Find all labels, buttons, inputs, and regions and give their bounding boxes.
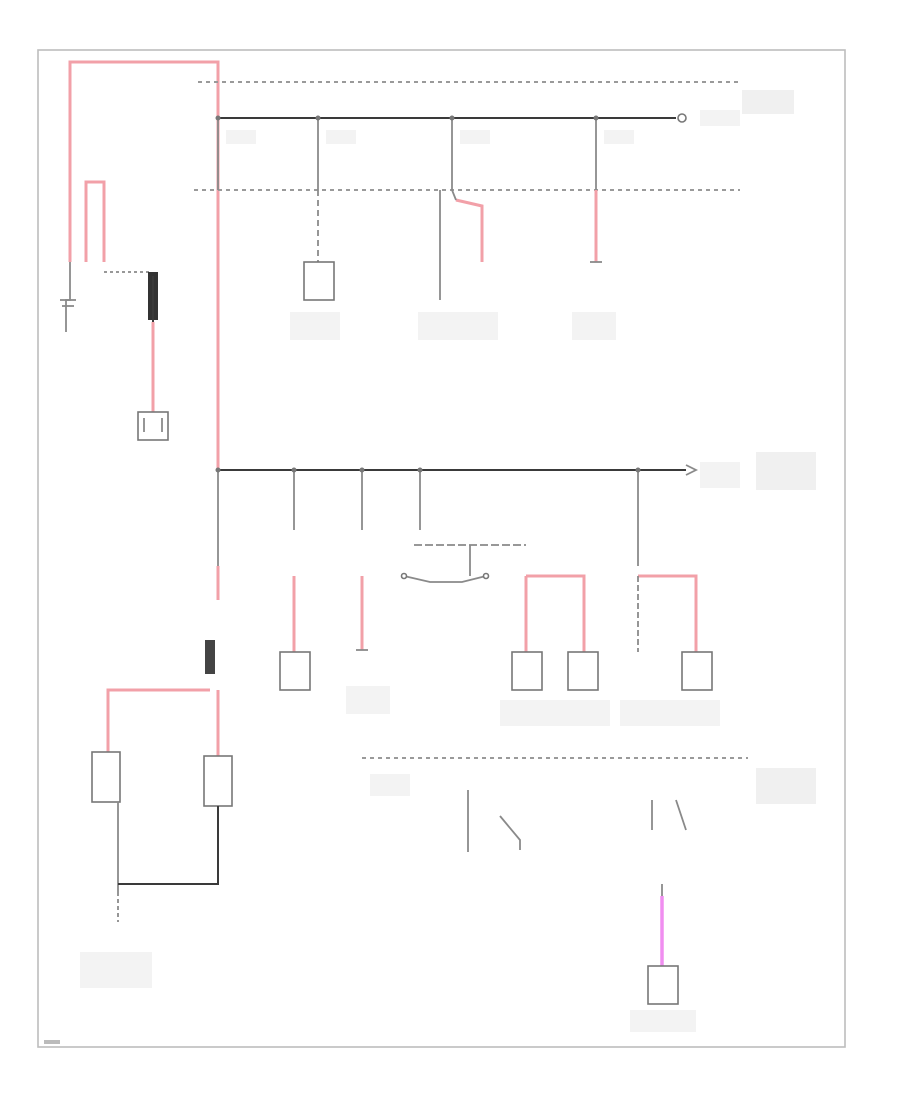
module-icon xyxy=(203,755,233,807)
upper-fuse-bus xyxy=(194,81,740,191)
generator-icon xyxy=(137,411,169,441)
battery-feed-wire xyxy=(68,60,220,262)
upper-load-2 xyxy=(439,189,484,300)
battery xyxy=(60,262,76,332)
middle-load-3 xyxy=(511,574,599,691)
relay-icon xyxy=(91,751,121,803)
connector-arrow-icon xyxy=(677,113,687,123)
diagram-frame xyxy=(37,49,846,1048)
middle-load-2 xyxy=(356,576,368,651)
bottom-module-circuit xyxy=(647,884,679,1005)
middle-load-4 xyxy=(637,574,713,691)
middle-load-1 xyxy=(279,576,311,691)
generator-circuit xyxy=(104,271,169,441)
upper-load-3 xyxy=(590,190,602,263)
lower-bus xyxy=(362,757,748,852)
label-cluster xyxy=(80,90,816,1032)
middle-fuse-bus xyxy=(215,464,699,566)
upper-load-1 xyxy=(303,190,335,301)
ignition-switch-group xyxy=(400,544,526,583)
lower-left-circuit xyxy=(91,640,233,922)
